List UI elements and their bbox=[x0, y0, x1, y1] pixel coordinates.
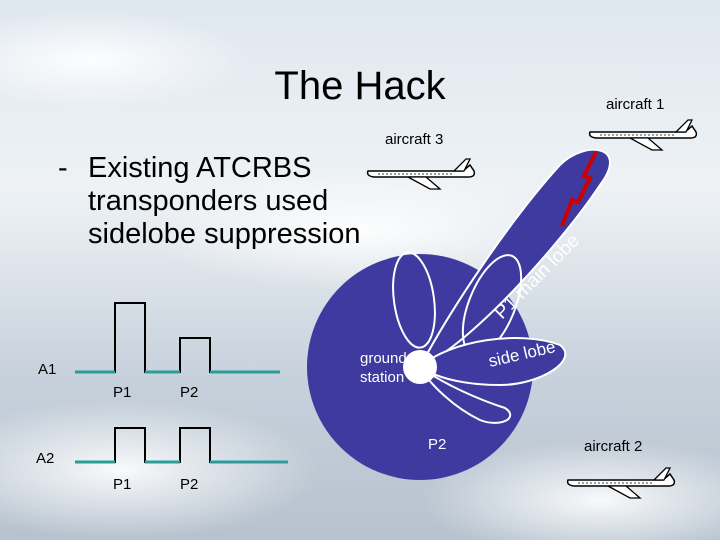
signal-a2-name: A2 bbox=[36, 450, 54, 467]
signal-a1-name: A1 bbox=[38, 361, 56, 378]
bullet-text: Existing ATCRBS transponders used sidelo… bbox=[88, 152, 388, 251]
signal-a1-pulse-p1: P1 bbox=[113, 384, 131, 401]
ground-station-label: ground station bbox=[360, 349, 422, 387]
aircraft-1-label: aircraft 1 bbox=[606, 96, 664, 113]
signal-a2-pulse-p1: P1 bbox=[113, 476, 131, 493]
signal-a2-pulse-p2: P2 bbox=[180, 476, 198, 493]
p2-lobe-label: P2 bbox=[428, 436, 446, 453]
aircraft-3-label: aircraft 3 bbox=[385, 131, 443, 148]
bullet-marker: - bbox=[58, 152, 68, 185]
signal-a1-pulse-p2: P2 bbox=[180, 384, 198, 401]
aircraft-2-label: aircraft 2 bbox=[584, 438, 642, 455]
